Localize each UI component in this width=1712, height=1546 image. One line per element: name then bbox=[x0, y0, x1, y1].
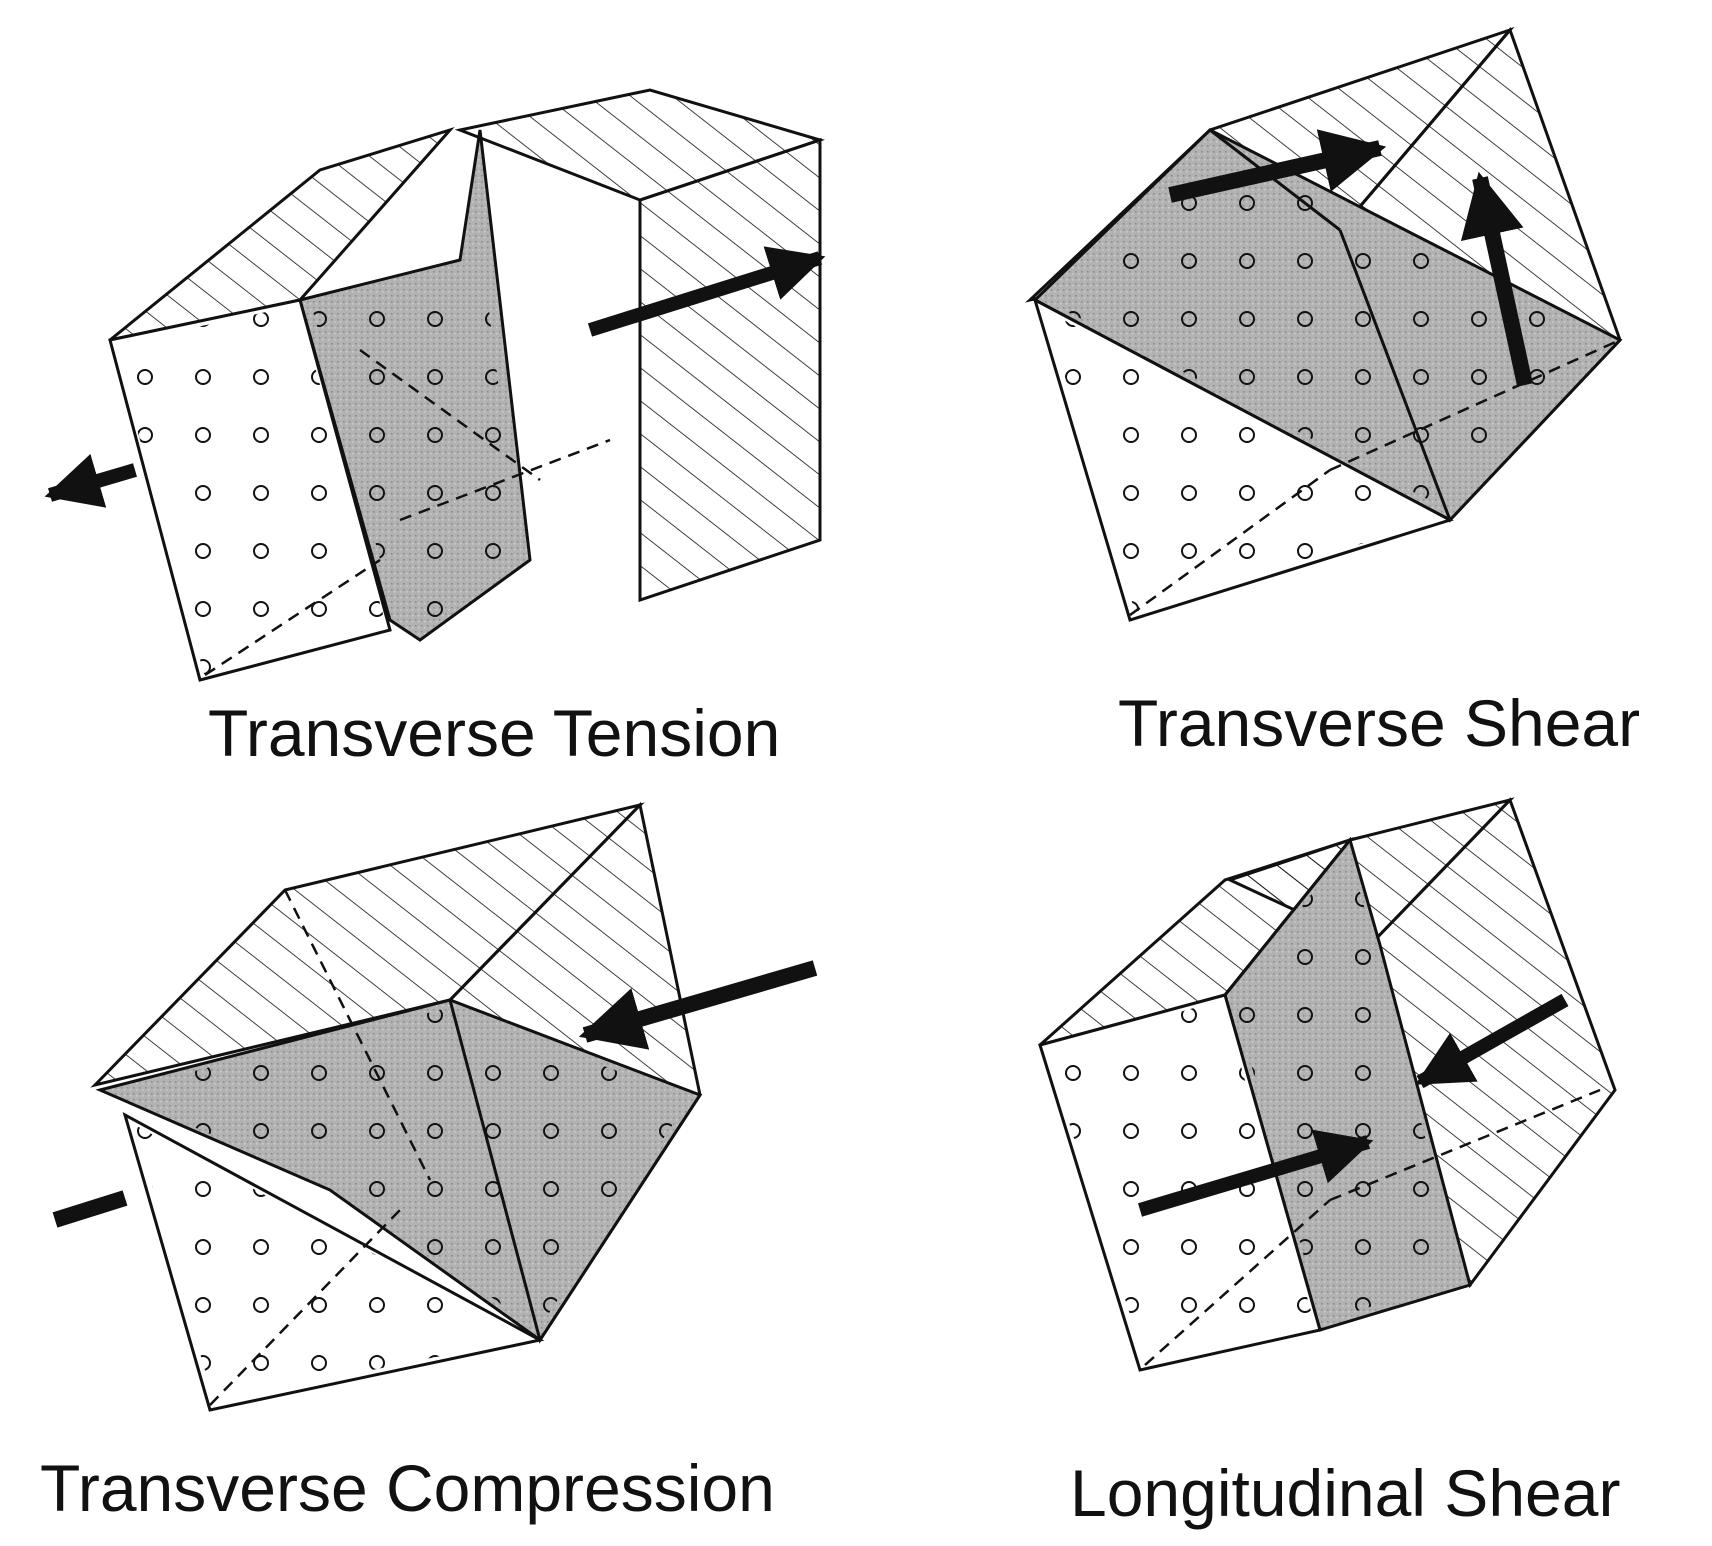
hidden-edge bbox=[1129, 468, 1331, 617]
panel-transverse-tension bbox=[44, 88, 826, 682]
tension-arrow-right bbox=[587, 246, 826, 337]
tension-arrow-left bbox=[44, 453, 137, 508]
hidden-edge bbox=[399, 438, 611, 522]
fracture-face-dots bbox=[110, 1008, 690, 1330]
shear-arrow-horizontal bbox=[1168, 129, 1387, 203]
caption-transverse-tension: Transverse Tension bbox=[208, 696, 781, 770]
shear-arrow-upper bbox=[1415, 993, 1569, 1089]
caption-transverse-compression: Transverse Compression bbox=[40, 1451, 775, 1525]
panel-transverse-shear bbox=[1024, 26, 1623, 622]
hidden-edge bbox=[204, 558, 381, 677]
left-block-front-dots bbox=[1046, 1000, 1315, 1362]
fracture-face-dots bbox=[1232, 848, 1462, 1322]
fracture-face-dots bbox=[1045, 140, 1610, 510]
right-block-side bbox=[638, 137, 822, 603]
hidden-edge bbox=[209, 1209, 401, 1406]
panel-longitudinal-shear bbox=[1038, 797, 1617, 1372]
hidden-edge bbox=[1329, 1088, 1601, 1202]
hidden-edge bbox=[283, 889, 432, 1181]
shear-arrow-lower bbox=[1137, 1129, 1374, 1217]
shear-arrow-vertical bbox=[1460, 171, 1533, 387]
block-edge bbox=[1338, 229, 1452, 521]
panel-transverse-compression bbox=[52, 801, 818, 1412]
caption-transverse-shear: Transverse Shear bbox=[1118, 686, 1641, 760]
hidden-edge bbox=[359, 348, 541, 482]
fracture-face-dots bbox=[310, 160, 520, 630]
caption-longitudinal-shear: Longitudinal Shear bbox=[1070, 1456, 1621, 1530]
left-block-front-dots bbox=[114, 305, 386, 674]
hidden-edge bbox=[1144, 1199, 1331, 1366]
block-front-dots bbox=[1045, 310, 1440, 612]
compression-arrow-left bbox=[52, 1190, 128, 1228]
block-edge bbox=[448, 999, 542, 1341]
hidden-edge bbox=[1329, 338, 1621, 472]
compression-arrow-right bbox=[578, 960, 818, 1050]
block-front-dots bbox=[135, 1125, 530, 1402]
block-edge bbox=[1209, 128, 1341, 232]
